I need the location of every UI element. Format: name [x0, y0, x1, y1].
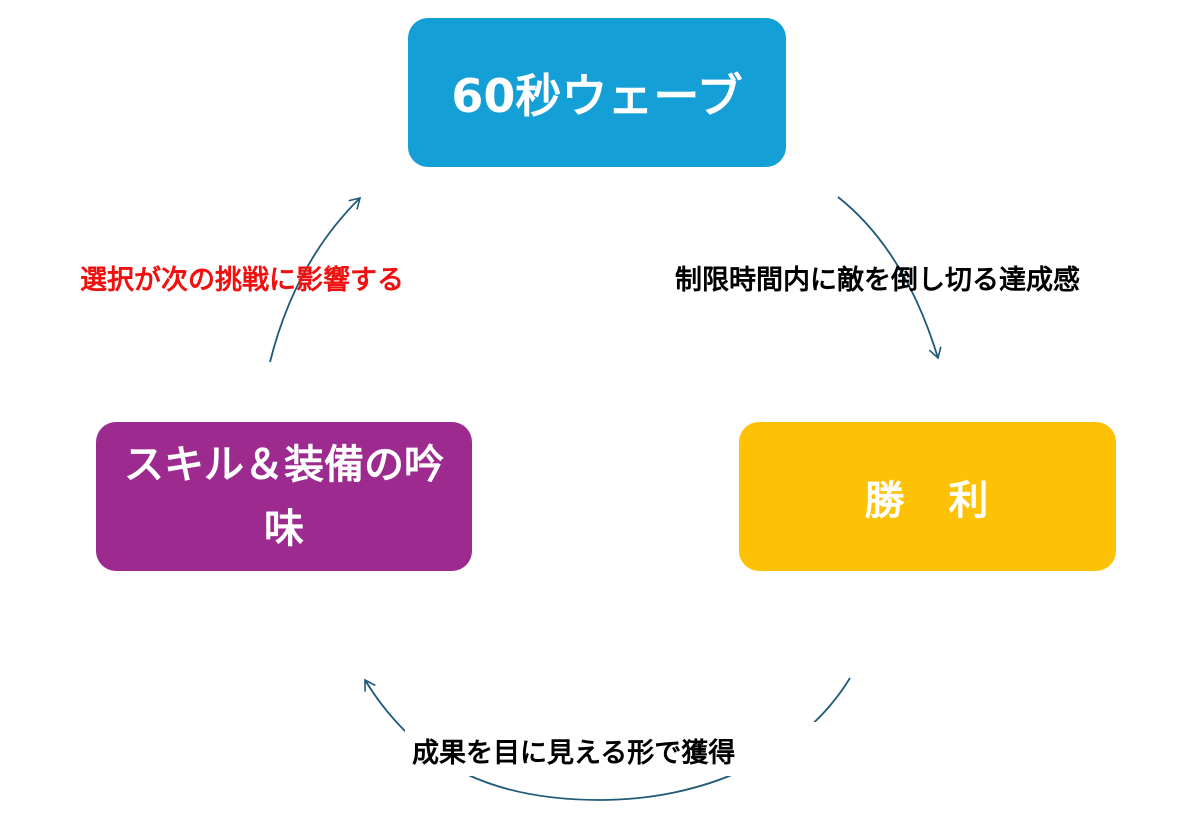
- edge-label-choice-impact: 選択が次の挑戦に影響する: [80, 265, 404, 296]
- arrow-left-to-top: [269, 196, 362, 363]
- node-victory: 勝 利: [739, 422, 1116, 571]
- edge-label-achievement: 制限時間内に敵を倒し切る達成感: [675, 265, 1080, 296]
- edge-label-visible-reward: 成果を目に見える形で獲得: [412, 738, 736, 769]
- node-60sec-wave: 60秒ウェーブ: [408, 18, 786, 167]
- arrow-top-to-right: [837, 196, 942, 360]
- node-skill-equipment: スキル＆装備の吟味: [96, 422, 472, 571]
